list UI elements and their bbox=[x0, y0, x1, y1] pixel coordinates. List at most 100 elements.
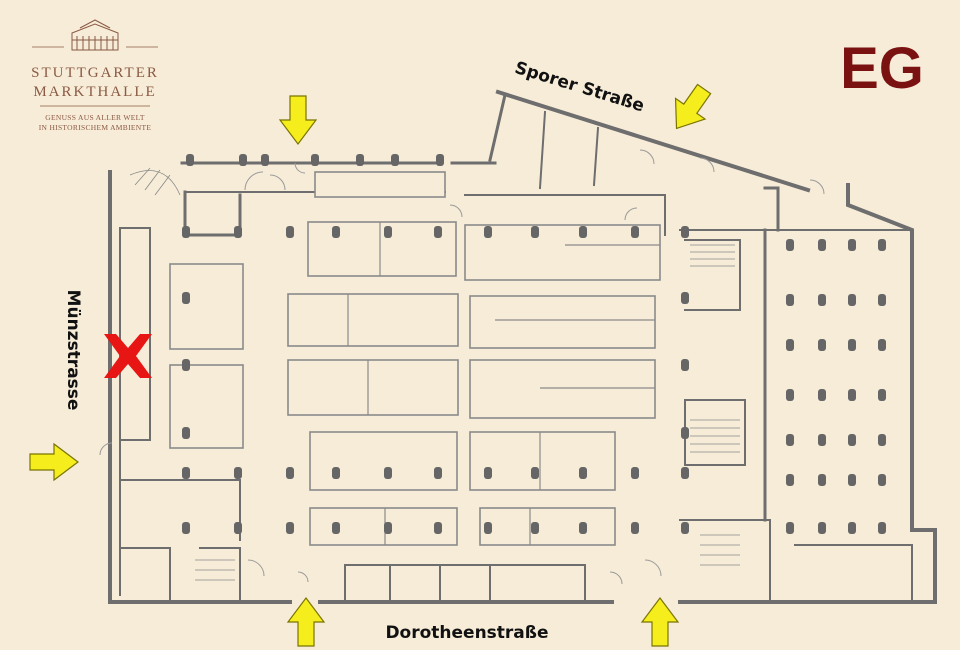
stall-block bbox=[479, 507, 616, 546]
stall-block bbox=[287, 359, 459, 416]
pillar bbox=[878, 389, 886, 401]
pillar bbox=[286, 467, 294, 479]
pillar bbox=[434, 522, 442, 534]
red-x-icon bbox=[104, 334, 152, 378]
pillar bbox=[234, 467, 242, 479]
stall-block bbox=[169, 364, 244, 449]
pillar bbox=[434, 467, 442, 479]
pillar bbox=[681, 292, 689, 304]
yellow-arrow-icon bbox=[674, 83, 712, 130]
pillar bbox=[579, 467, 587, 479]
pillar bbox=[818, 239, 826, 251]
pillar bbox=[484, 226, 492, 238]
pillar bbox=[681, 427, 689, 439]
floor-label: EG bbox=[840, 36, 924, 101]
pillar bbox=[848, 434, 856, 446]
pillar bbox=[311, 154, 319, 166]
pillar bbox=[786, 522, 794, 534]
pillar bbox=[356, 154, 364, 166]
pillar bbox=[878, 522, 886, 534]
pillar bbox=[286, 226, 294, 238]
pillar bbox=[878, 434, 886, 446]
pillar bbox=[531, 226, 539, 238]
pillar bbox=[384, 226, 392, 238]
pillar bbox=[681, 226, 689, 238]
pillar bbox=[848, 474, 856, 486]
stall-block bbox=[307, 221, 457, 277]
pillar bbox=[182, 292, 190, 304]
pillar bbox=[786, 389, 794, 401]
pillar bbox=[786, 294, 794, 306]
market-stalls bbox=[169, 171, 661, 546]
pillar bbox=[579, 522, 587, 534]
pillar bbox=[436, 154, 444, 166]
door-swings bbox=[99, 149, 825, 585]
pillar bbox=[182, 226, 190, 238]
pillar bbox=[261, 154, 269, 166]
pillar bbox=[531, 522, 539, 534]
pillar bbox=[786, 239, 794, 251]
pillar bbox=[531, 467, 539, 479]
pillar bbox=[631, 226, 639, 238]
pillar bbox=[848, 339, 856, 351]
stairs bbox=[129, 167, 740, 581]
pillar bbox=[384, 522, 392, 534]
pillar bbox=[786, 434, 794, 446]
pillar bbox=[631, 522, 639, 534]
entrance-arrows bbox=[29, 83, 712, 647]
pillar bbox=[848, 389, 856, 401]
pillars bbox=[182, 154, 886, 534]
outer-walls bbox=[108, 89, 937, 604]
pillar bbox=[182, 522, 190, 534]
pillar bbox=[878, 339, 886, 351]
pillar bbox=[332, 467, 340, 479]
street-label-north: Sporer Straße bbox=[512, 58, 646, 116]
pillar bbox=[286, 522, 294, 534]
pillar bbox=[878, 239, 886, 251]
pillar bbox=[818, 339, 826, 351]
market-hall-building-icon bbox=[71, 19, 119, 51]
pillar bbox=[332, 522, 340, 534]
pillar bbox=[878, 294, 886, 306]
logo-title-line1: STUTTGARTER bbox=[31, 65, 159, 81]
stall-block bbox=[469, 431, 616, 491]
pillar bbox=[848, 522, 856, 534]
logo-tagline-2: IN HISTORISCHEM AMBIENTE bbox=[39, 123, 152, 132]
pillar bbox=[631, 467, 639, 479]
street-label-west: Münzstrasse bbox=[63, 290, 83, 411]
pillar bbox=[234, 522, 242, 534]
stall-block bbox=[469, 359, 656, 419]
pillar bbox=[239, 154, 247, 166]
yellow-arrow-icon bbox=[29, 442, 79, 482]
stall-block bbox=[309, 431, 458, 491]
logo-title-line2: MARKTHALLE bbox=[33, 84, 156, 100]
street-label-south: Dorotheenstraße bbox=[385, 623, 548, 643]
pillar bbox=[391, 154, 399, 166]
pillar bbox=[848, 239, 856, 251]
pillar bbox=[848, 294, 856, 306]
pillar bbox=[182, 427, 190, 439]
yellow-arrow-icon bbox=[278, 95, 318, 145]
pillar bbox=[786, 339, 794, 351]
stall-block bbox=[464, 224, 661, 281]
pillar bbox=[434, 226, 442, 238]
pillar bbox=[384, 467, 392, 479]
pillar bbox=[878, 474, 886, 486]
stall-block bbox=[287, 293, 459, 347]
pillar bbox=[818, 294, 826, 306]
pillar bbox=[681, 359, 689, 371]
stall-block bbox=[314, 171, 446, 198]
pillar bbox=[818, 434, 826, 446]
pillar bbox=[681, 467, 689, 479]
pillar bbox=[818, 474, 826, 486]
pillar bbox=[818, 522, 826, 534]
pillar bbox=[484, 467, 492, 479]
pillar bbox=[579, 226, 587, 238]
stall-block bbox=[169, 263, 244, 350]
pillar bbox=[681, 522, 689, 534]
yellow-arrow-icon bbox=[640, 597, 680, 647]
pillar bbox=[186, 154, 194, 166]
pillar bbox=[818, 389, 826, 401]
pillar bbox=[182, 467, 190, 479]
